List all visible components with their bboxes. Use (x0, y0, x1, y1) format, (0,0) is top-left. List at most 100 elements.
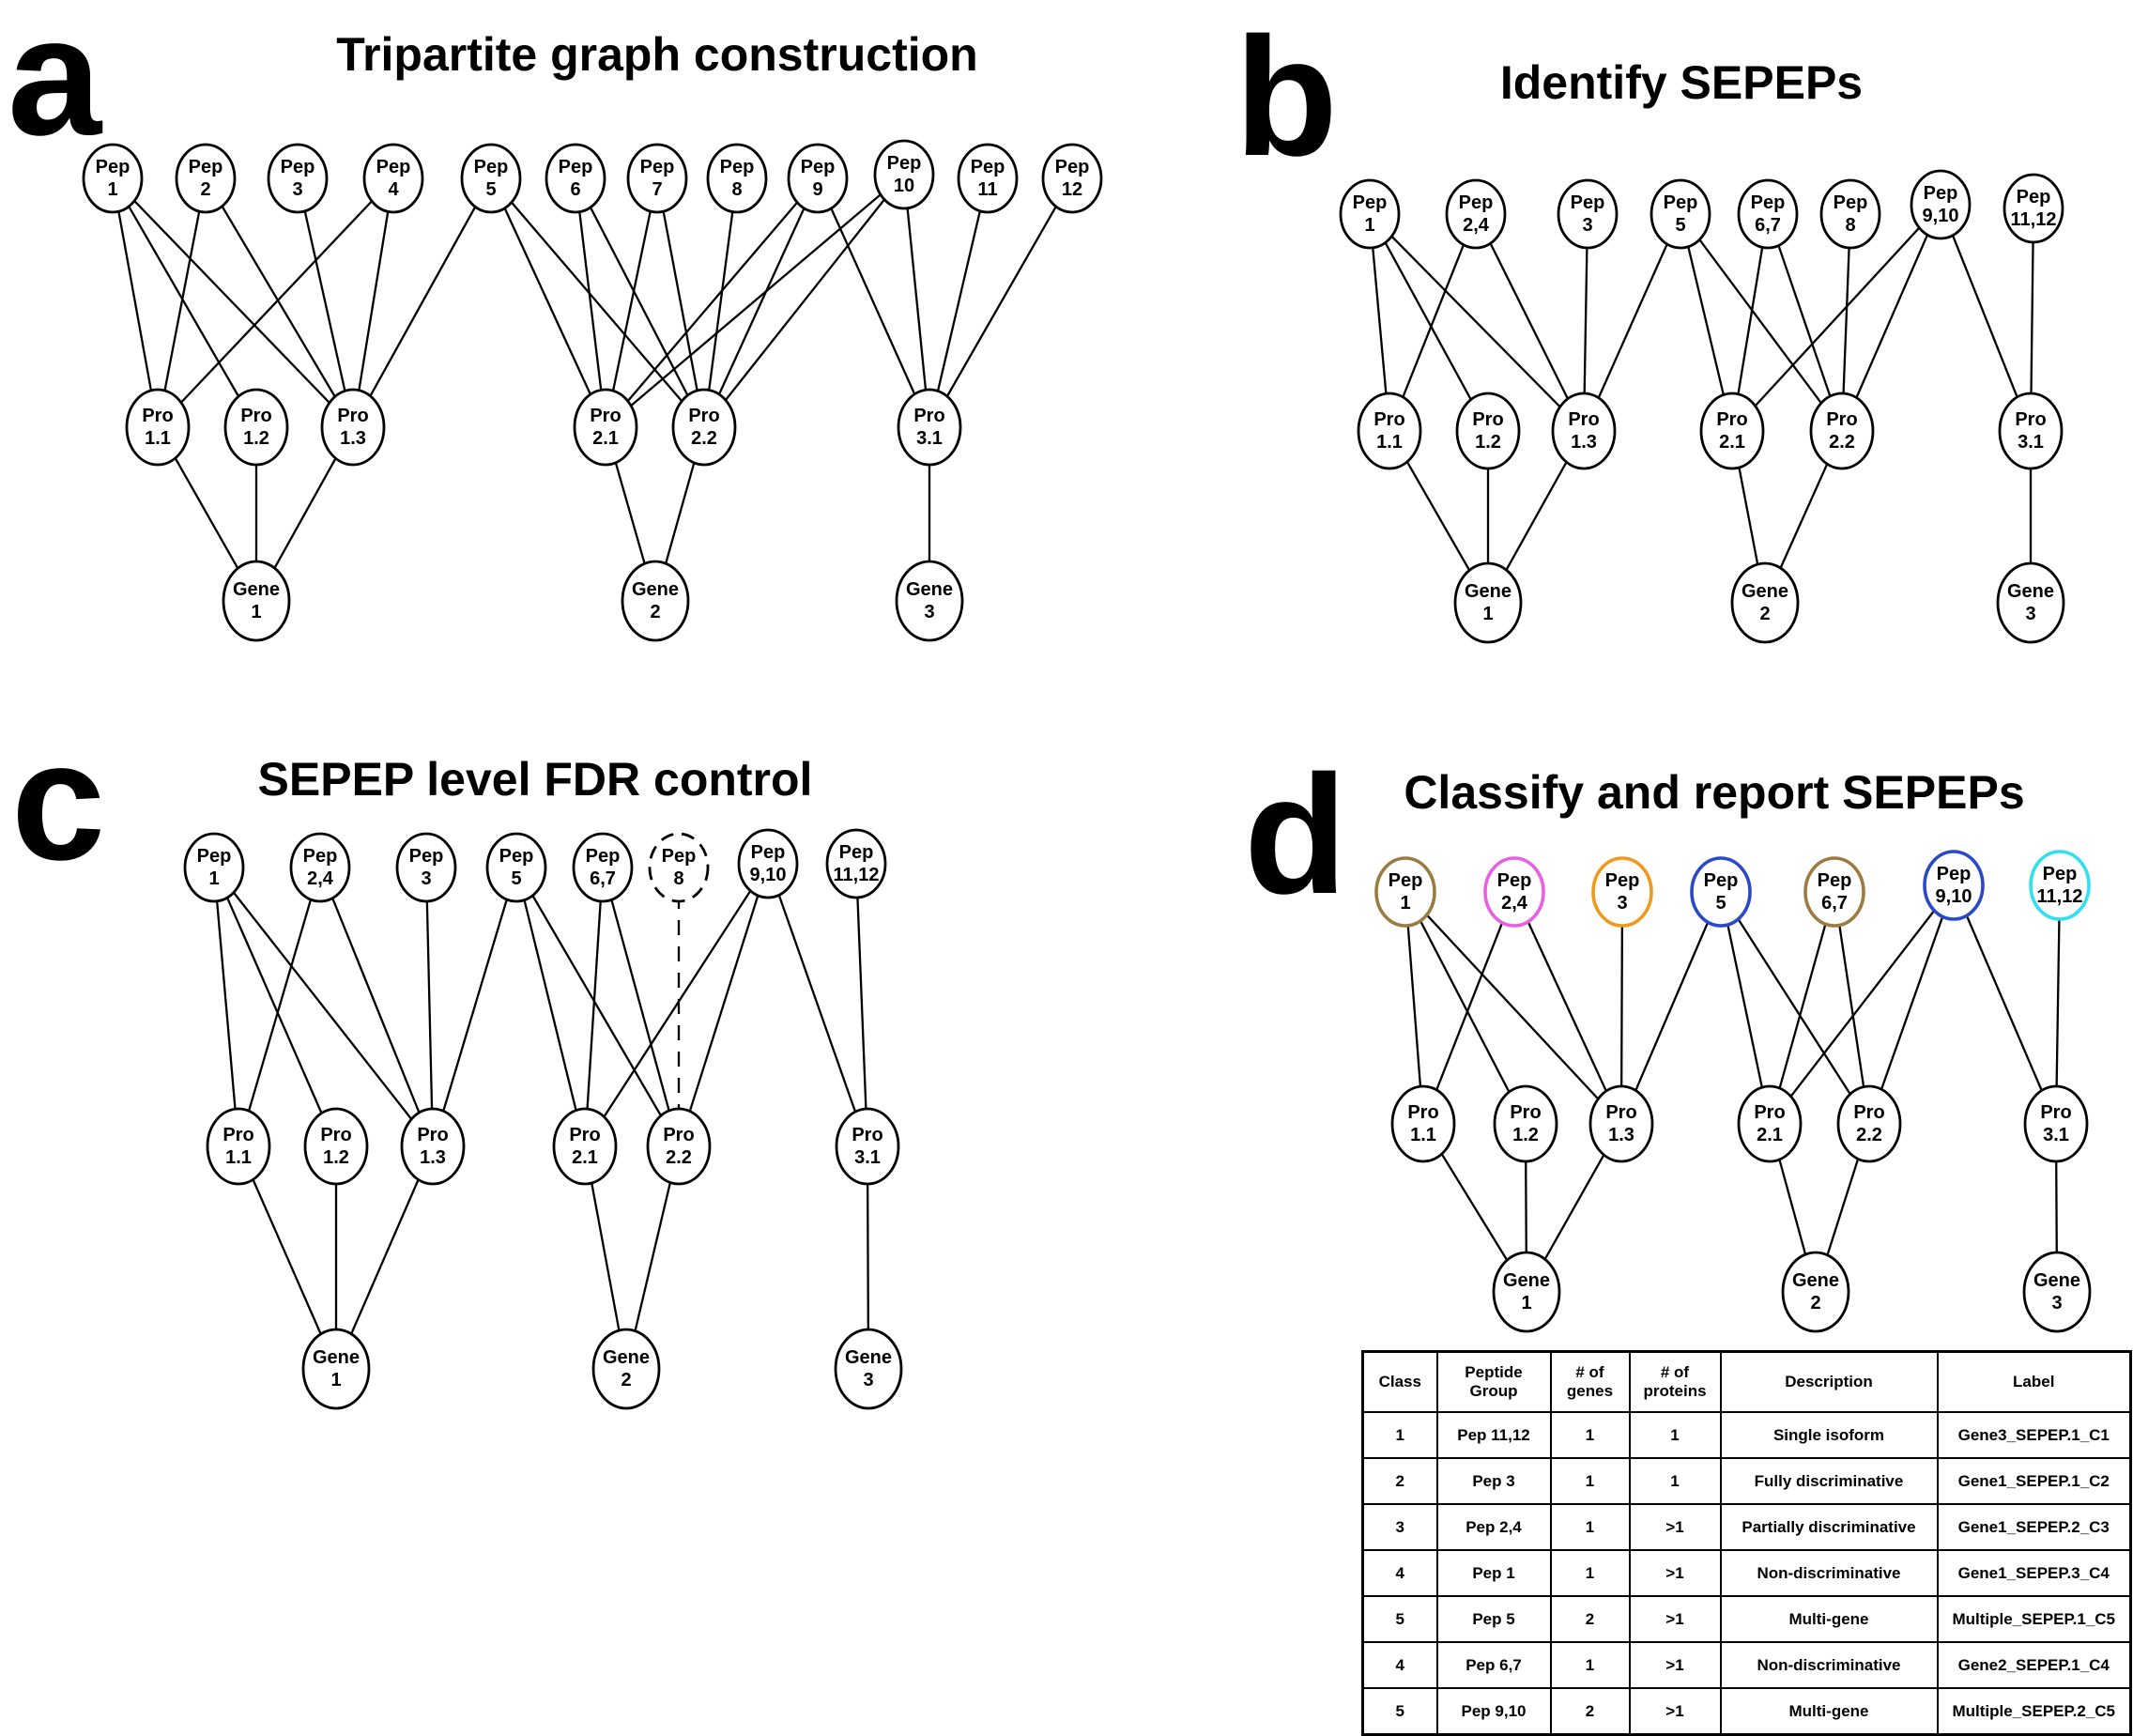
node-d-pro31 (2023, 1084, 2089, 1163)
table-cell: Pep 11,12 (1435, 1411, 1552, 1459)
edge-c-pep24-c-pro13 (318, 867, 435, 1147)
table-cell: 2 (1549, 1595, 1631, 1643)
node-b-pep1112 (2003, 173, 2064, 244)
node-a-pro31 (897, 388, 962, 467)
node-c-pep3 (395, 832, 457, 903)
edge-a-pep1-a-pro12 (112, 177, 257, 428)
table-cell: Multi-gene (1719, 1595, 1939, 1643)
edge-c-pep5-c-pro22 (515, 867, 680, 1147)
node-c-pep67 (572, 832, 634, 903)
edge-b-pep67-b-pro22 (1766, 213, 1844, 432)
table-cell: Non-discriminative (1719, 1641, 1939, 1689)
node-a-pep2 (175, 143, 237, 214)
edge-a-pep7-a-pro21 (604, 177, 659, 428)
node-c-gene2 (591, 1328, 661, 1410)
edge-d-pep67-d-pro22 (1833, 891, 1871, 1125)
node-b-gene3 (1996, 561, 2065, 644)
node-a-pep10 (873, 139, 935, 210)
edge-c-pep910-c-pro22 (677, 863, 770, 1147)
node-a-pep12 (1041, 143, 1103, 214)
node-a-pro22 (671, 388, 737, 467)
table-cell: Gene1_SEPEP.1_C2 (1936, 1457, 2132, 1505)
node-c-pro13 (400, 1107, 466, 1186)
table-cell: 1 (1549, 1411, 1631, 1459)
edge-a-pep2-a-pro11 (156, 177, 207, 428)
table-header-cell: Peptide Group (1435, 1350, 1552, 1413)
panel-d-label: d (1244, 741, 1347, 929)
node-d-pep1112 (2029, 850, 2091, 921)
edge-b-pep910-b-pro21 (1731, 204, 1941, 432)
node-a-pro21 (573, 388, 638, 467)
edge-c-pep910-c-pro31 (766, 863, 869, 1147)
node-b-pep3 (1557, 178, 1619, 250)
node-a-pro12 (223, 388, 289, 467)
edge-b-pep910-b-pro22 (1840, 204, 1942, 432)
edge-b-pep24-b-pro13 (1474, 213, 1586, 432)
node-c-pep1 (183, 832, 245, 903)
edge-a-pep5-a-pro21 (489, 177, 607, 428)
node-a-pep9 (787, 143, 849, 214)
table-cell: 2 (1361, 1457, 1438, 1505)
edge-a-pep11-a-pro31 (928, 177, 990, 428)
table-cell: >1 (1628, 1641, 1722, 1689)
edge-c-pep5-c-pro13 (431, 867, 518, 1147)
table-cell: 4 (1361, 1549, 1438, 1597)
table-cell: 1 (1549, 1641, 1631, 1689)
edge-d-pep5-d-pro21 (1719, 891, 1772, 1125)
edge-a-pep7-a-pro22 (655, 177, 706, 428)
panel-a-label: a (8, 0, 101, 171)
table-cell: Pep 1 (1435, 1549, 1552, 1597)
panel-a-title: Tripartite graph construction (336, 28, 978, 81)
node-a-pep3 (267, 143, 329, 214)
node-b-pep5 (1650, 178, 1711, 250)
edge-b-pep5-b-pro22 (1680, 213, 1843, 432)
edge-d-pep1112-d-pro31 (2054, 884, 2062, 1125)
edge-a-pep4-a-pro13 (351, 177, 395, 428)
table-cell: Gene1_SEPEP.3_C4 (1936, 1549, 2132, 1597)
edge-c-pep67-c-pro21 (583, 867, 605, 1147)
panel-b-title: Identify SEPEPs (1499, 56, 1864, 109)
node-c-gene1 (301, 1328, 371, 1410)
table-header-cell: # of genes (1549, 1350, 1631, 1413)
table-header-cell: Label (1936, 1350, 2132, 1413)
table-cell: Fully discriminative (1719, 1457, 1939, 1505)
edge-a-pep9-a-pro31 (816, 177, 931, 428)
node-c-pep24 (289, 832, 351, 903)
table-cell: Non-discriminative (1719, 1549, 1939, 1597)
node-d-gene1 (1492, 1251, 1561, 1333)
edge-c-pep1-c-pro13 (213, 867, 434, 1147)
node-d-pep5 (1690, 856, 1752, 928)
node-b-pro11 (1357, 392, 1422, 470)
